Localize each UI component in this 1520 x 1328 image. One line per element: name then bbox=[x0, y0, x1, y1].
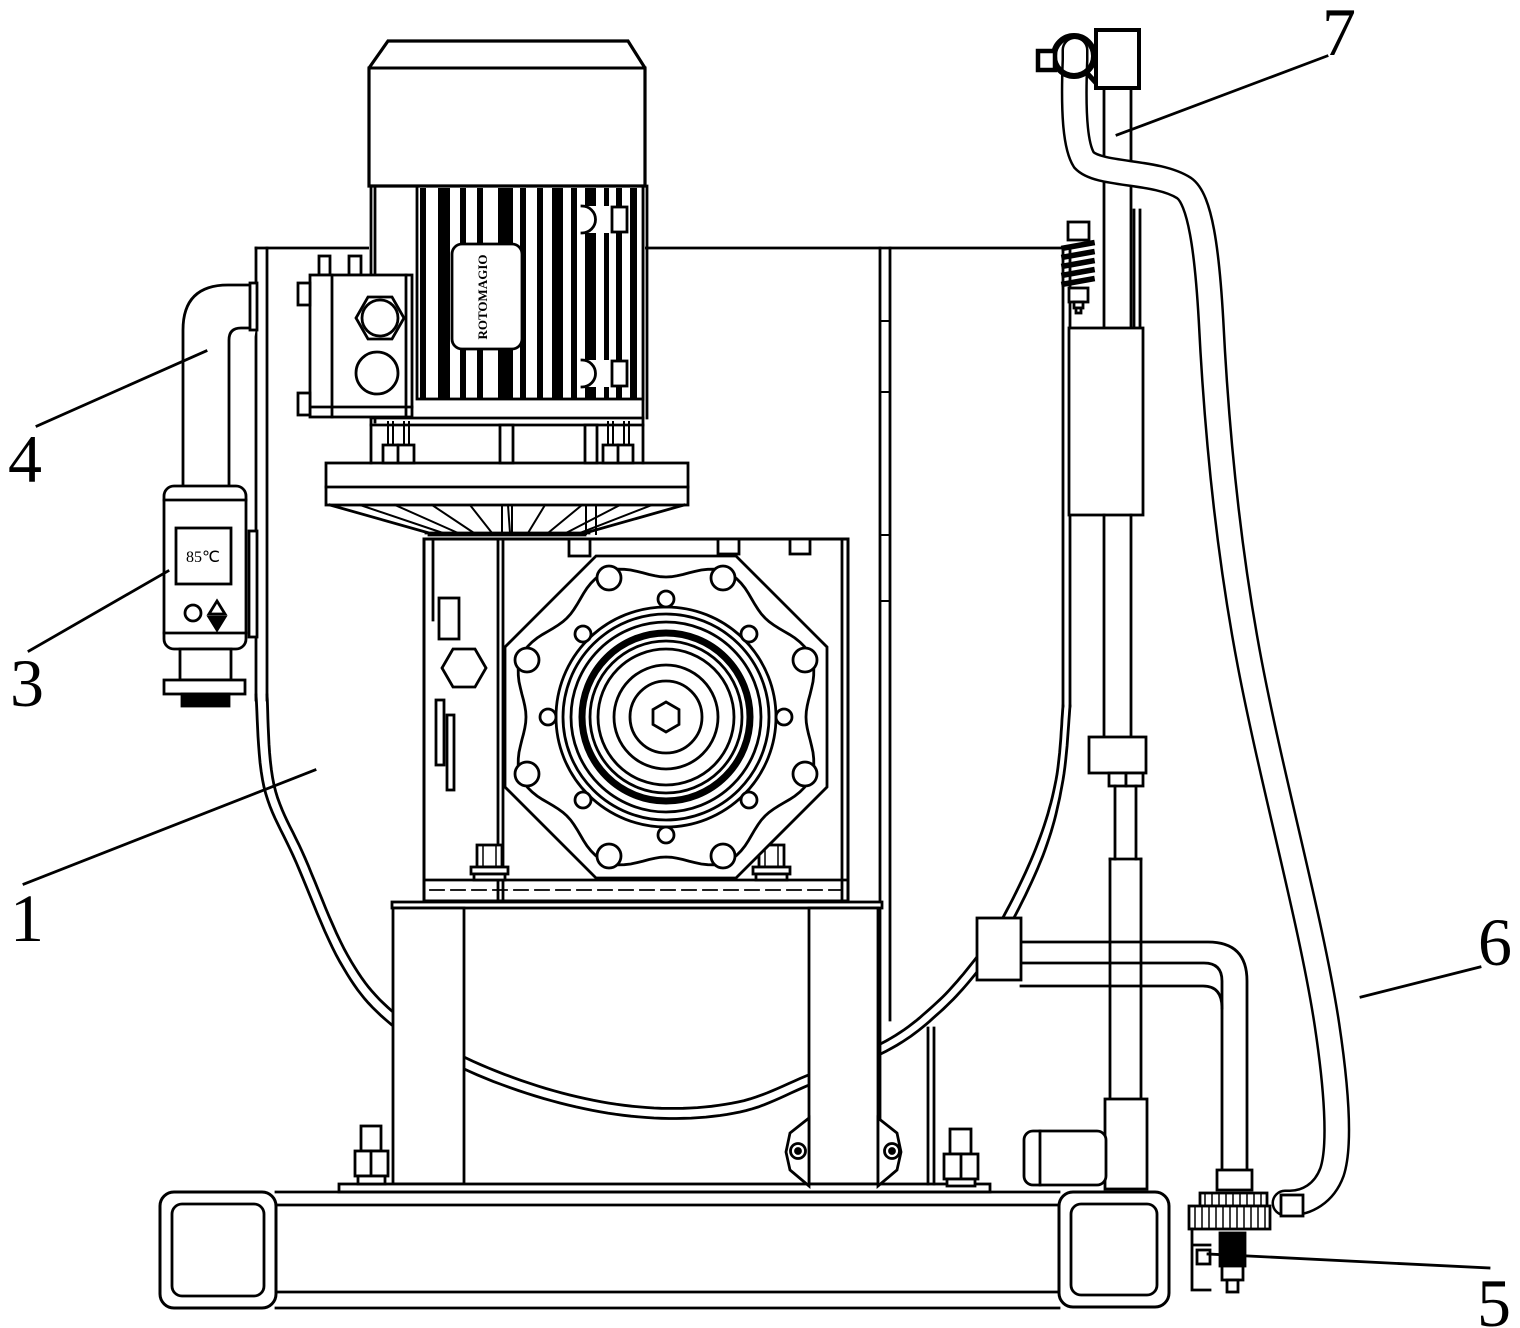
svg-text:85℃: 85℃ bbox=[186, 549, 220, 566]
svg-text:1: 1 bbox=[10, 880, 44, 956]
svg-text:3: 3 bbox=[10, 645, 44, 721]
svg-text:7: 7 bbox=[1322, 0, 1356, 70]
svg-text:ROTOMAGIO: ROTOMAGIO bbox=[475, 255, 490, 340]
svg-text:5: 5 bbox=[1477, 1265, 1511, 1328]
svg-text:4: 4 bbox=[8, 421, 42, 497]
svg-text:6: 6 bbox=[1478, 904, 1512, 980]
